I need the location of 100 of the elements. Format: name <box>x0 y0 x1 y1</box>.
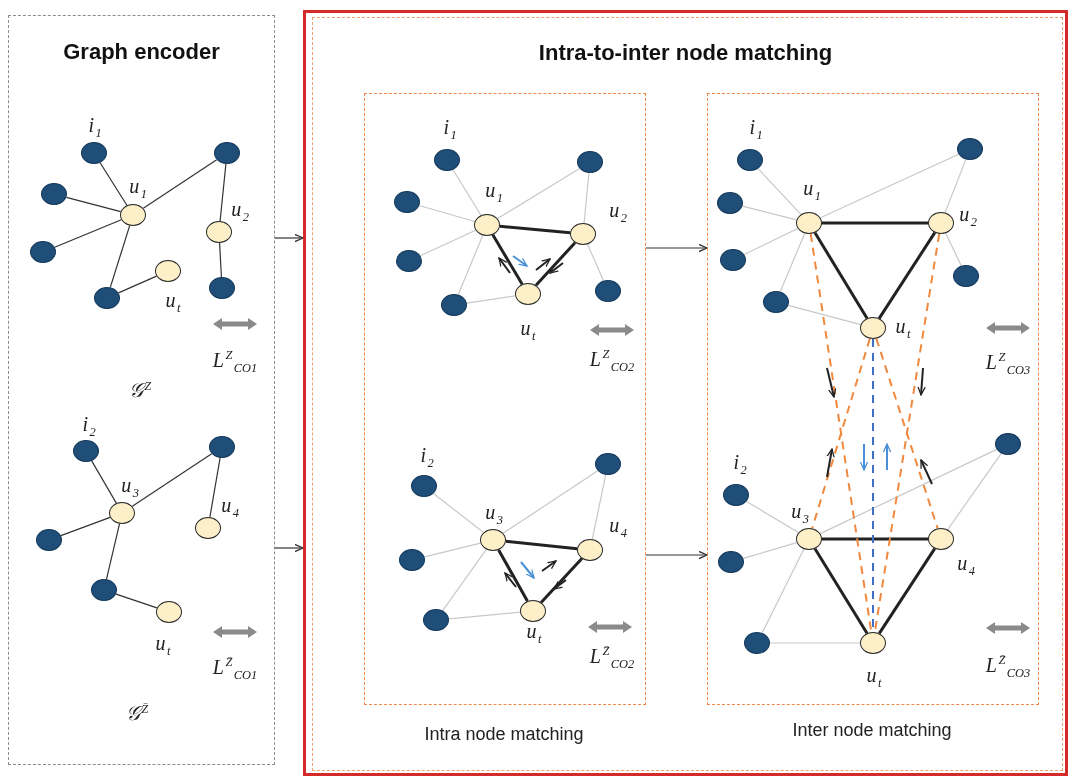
connector-line <box>741 205 798 221</box>
node-label: u$_{3}$ <box>121 474 139 500</box>
connector-line <box>131 453 213 507</box>
graph-node <box>577 151 603 173</box>
connector-line <box>219 163 227 222</box>
connector-line <box>442 548 487 612</box>
connector-line <box>54 219 122 248</box>
graph-node <box>41 183 67 205</box>
connector-line <box>813 548 869 634</box>
graph-node <box>214 142 240 164</box>
graph-node <box>718 551 744 573</box>
connector-line <box>65 196 122 213</box>
connector-line <box>466 295 516 304</box>
graph-node <box>995 433 1021 455</box>
graph-node <box>399 549 425 571</box>
connector-line <box>505 539 578 551</box>
node-label: u$_{t}$ <box>155 632 171 658</box>
node-label: u$_{t}$ <box>520 317 536 343</box>
node-label: u$_{t}$ <box>526 620 542 646</box>
connector-line <box>109 225 131 288</box>
arrow <box>274 233 304 243</box>
connector-line <box>878 547 936 635</box>
graph-node <box>480 529 506 551</box>
graph-node <box>156 601 182 623</box>
node-label: u$_{1}$ <box>803 177 821 203</box>
connector-line <box>540 557 583 604</box>
graph-node <box>474 214 500 236</box>
graph-node <box>515 283 541 305</box>
graph-node <box>209 436 235 458</box>
connector-line <box>423 542 482 558</box>
graph-node <box>595 280 621 302</box>
connector-line <box>117 275 158 294</box>
graph-node <box>860 317 886 339</box>
node-label: i$_{2}$ <box>420 444 434 470</box>
graph-node <box>520 600 546 622</box>
node-label: i$_{1}$ <box>749 116 763 142</box>
graph-node <box>120 204 146 226</box>
connector-line <box>822 221 928 225</box>
node-label: u$_{3}$ <box>791 500 809 526</box>
node-label: u$_{2}$ <box>959 203 977 229</box>
math-label: 𝒢$^{Z}$ <box>128 379 152 401</box>
node-label: i$_{2}$ <box>733 451 747 477</box>
connector-line <box>742 542 798 559</box>
graph-node <box>763 291 789 313</box>
connector-line <box>60 516 111 537</box>
node-label: i$_{2}$ <box>82 413 96 439</box>
arrow <box>274 543 304 553</box>
connector-line <box>419 229 477 257</box>
graph-node <box>720 249 746 271</box>
graph-node <box>957 138 983 160</box>
connector-line <box>947 452 1002 531</box>
connector-line <box>787 304 862 326</box>
graph-node <box>91 579 117 601</box>
node-label: u$_{2}$ <box>609 199 627 225</box>
panel-caption: Intra node matching <box>424 723 584 745</box>
graph-node <box>796 212 822 234</box>
connector-line <box>534 241 577 287</box>
connector-line <box>944 158 967 214</box>
node-label: u$_{4}$ <box>609 514 627 540</box>
graph-node <box>394 191 420 213</box>
graph-node <box>396 250 422 272</box>
connector-line <box>875 337 939 530</box>
connector-line <box>491 234 524 285</box>
graph-node <box>796 528 822 550</box>
node-label: i$_{1}$ <box>443 116 457 142</box>
node-label: u$_{t}$ <box>866 664 882 690</box>
node-label: i$_{1}$ <box>88 114 102 140</box>
panel <box>707 93 1039 705</box>
graph-node <box>423 609 449 631</box>
connector-line <box>142 159 218 209</box>
connector-line <box>452 169 482 216</box>
math-label: 𝒢$^{Z̄}$ <box>125 702 149 724</box>
graph-node <box>737 149 763 171</box>
graph-node <box>411 475 437 497</box>
connector-line <box>91 460 117 504</box>
node-label: u$_{3}$ <box>485 501 503 527</box>
connector-line <box>819 448 998 535</box>
connector-line <box>418 204 476 223</box>
connector-line <box>105 523 121 580</box>
arrow <box>645 550 708 560</box>
connector-line <box>743 227 799 256</box>
connector-line <box>115 593 158 609</box>
connector-line <box>432 492 485 534</box>
node-label: u$_{t}$ <box>895 315 911 341</box>
arrow <box>645 243 708 253</box>
connector-line <box>496 167 581 220</box>
node-label: u$_{4}$ <box>221 494 239 520</box>
connector-line <box>457 234 484 296</box>
graph-node <box>36 529 62 551</box>
graph-node <box>441 294 467 316</box>
connector-line <box>502 470 599 534</box>
node-label: u$_{1}$ <box>485 179 503 205</box>
panel-caption: Inter node matching <box>792 719 952 741</box>
panel-title: Intra-to-inter node matching <box>537 40 834 66</box>
graph-node <box>94 287 120 309</box>
connector-line <box>822 537 928 541</box>
node-label: u$_{t}$ <box>165 289 181 315</box>
connector-line <box>586 243 605 282</box>
graph-node <box>717 192 743 214</box>
graph-node <box>744 632 770 654</box>
